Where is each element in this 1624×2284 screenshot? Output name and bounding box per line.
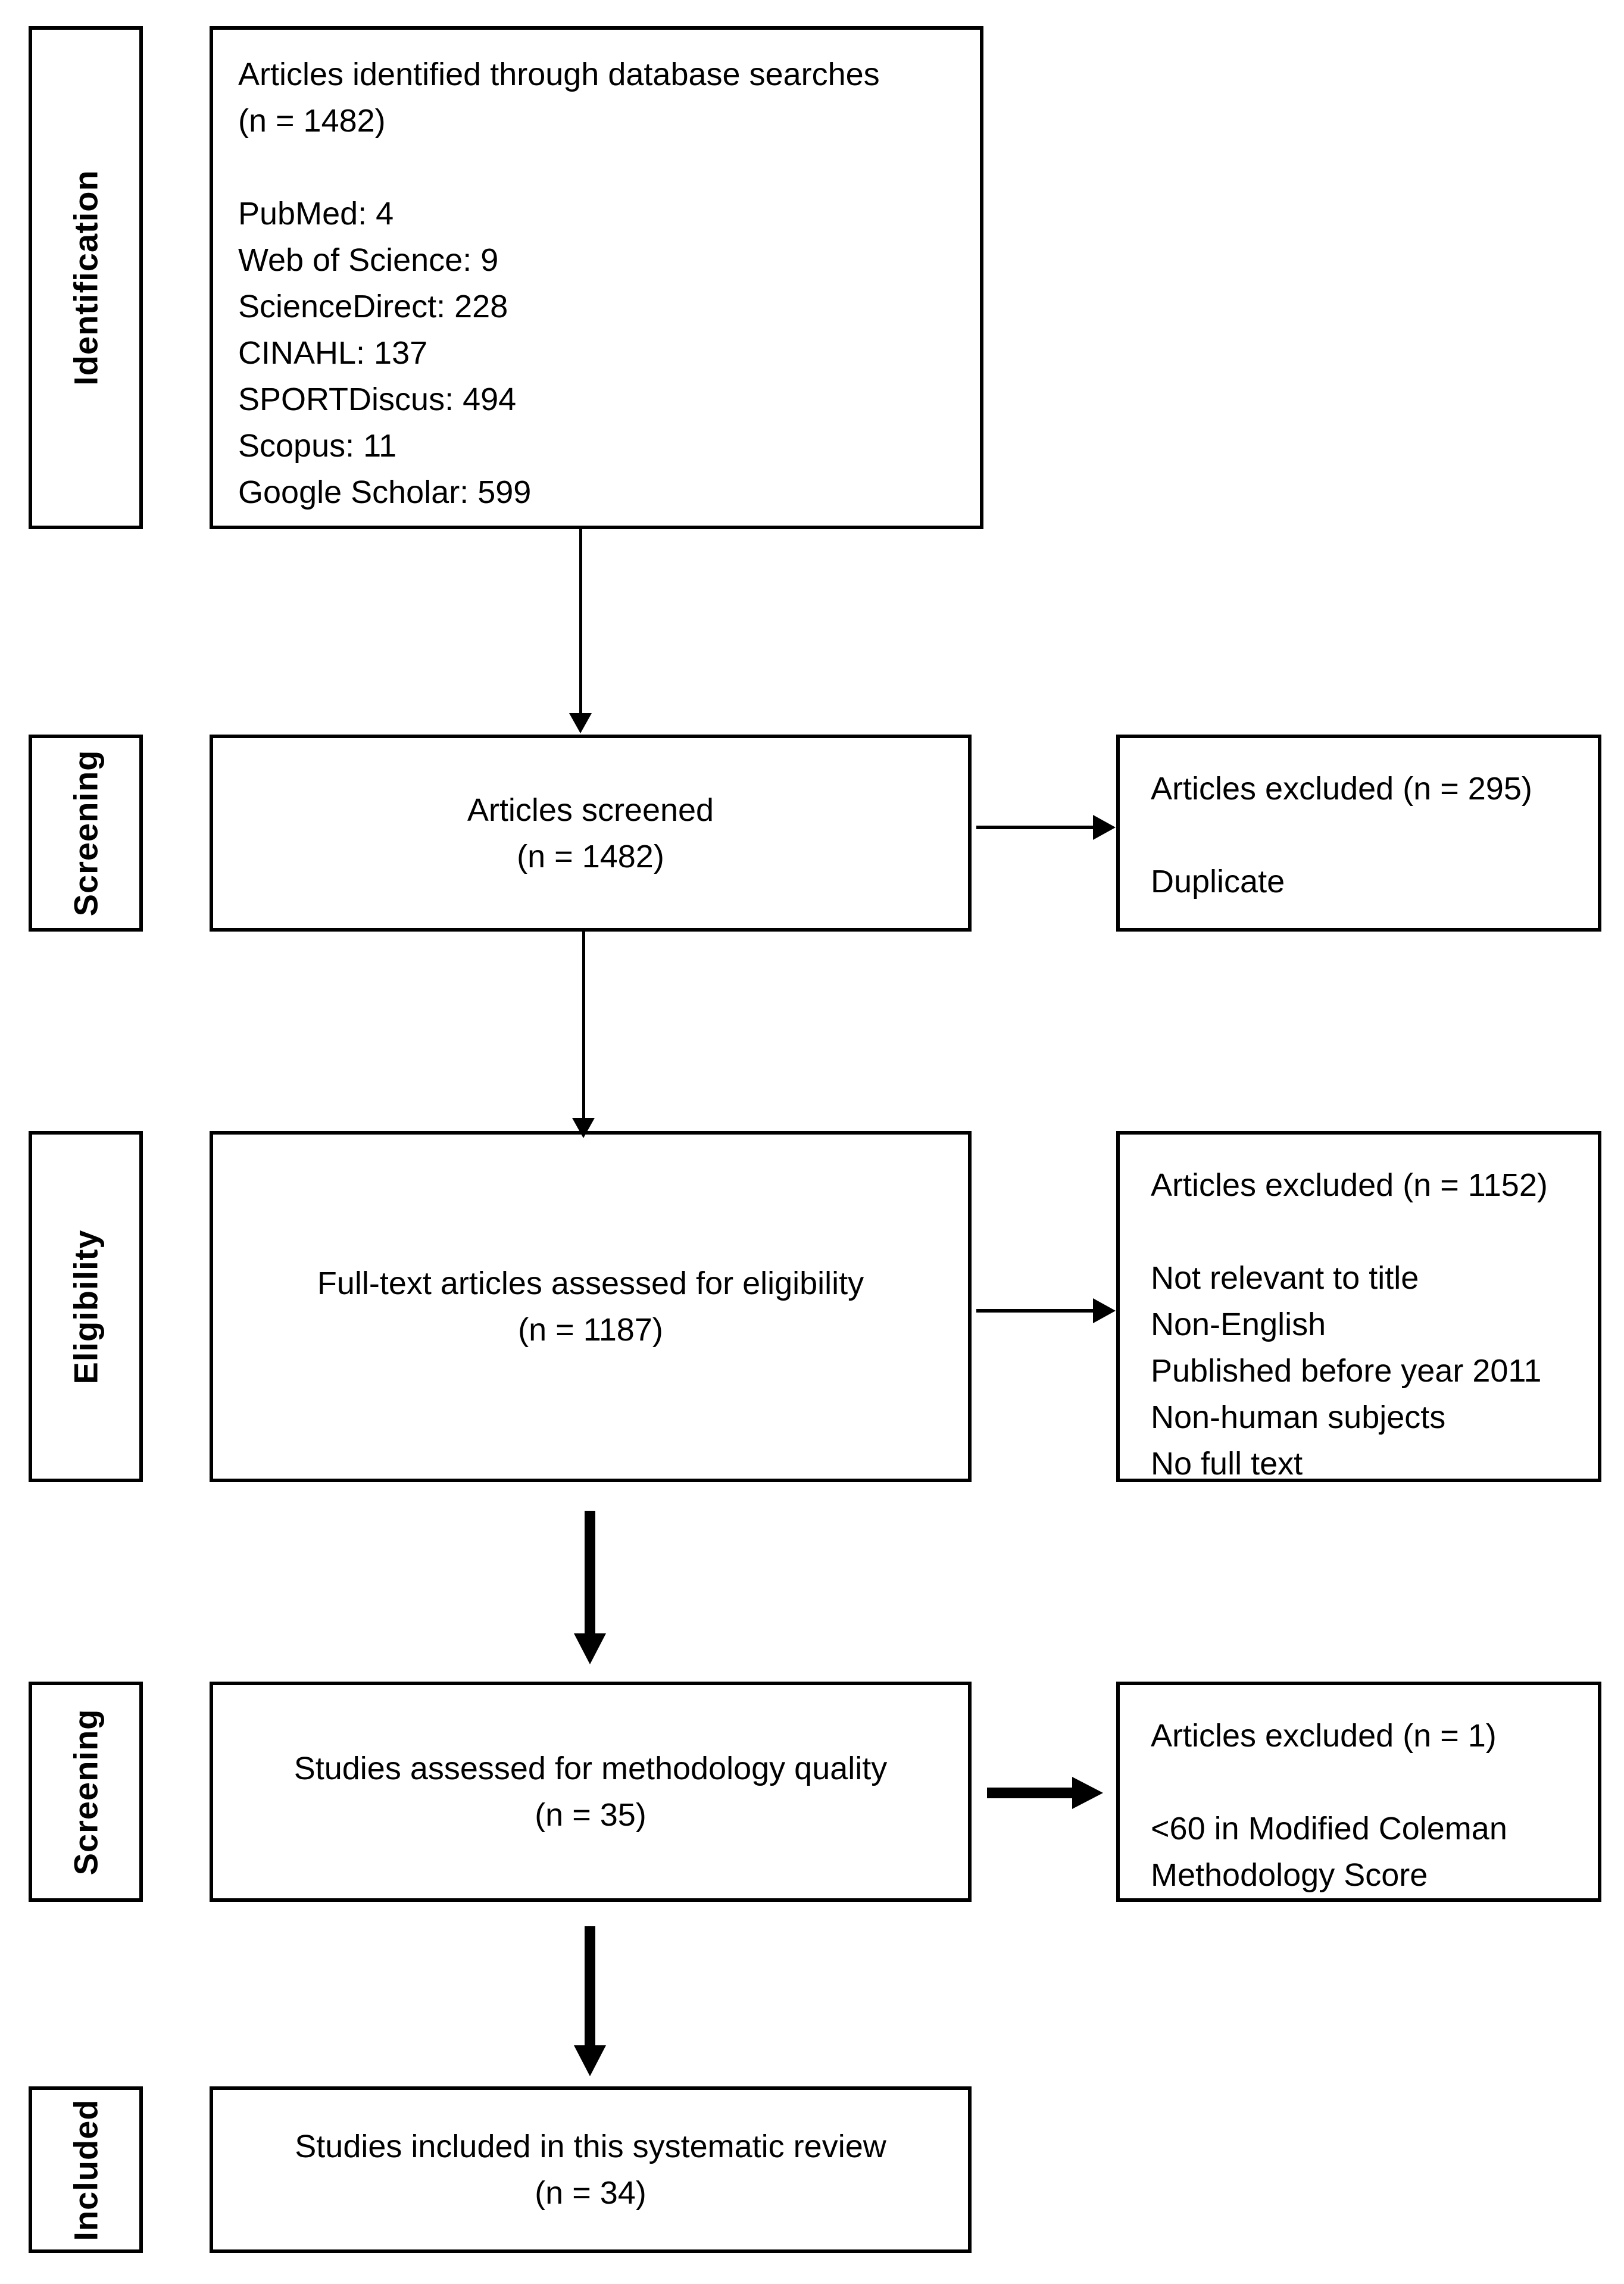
excluded-quality-header: Articles excluded (n = 1) <box>1151 1718 1497 1754</box>
excluded-eligibility-reason-3: Published before year 2011 <box>1151 1353 1542 1389</box>
identified-line: Articles identified through database sea… <box>238 57 880 92</box>
included-count: (n = 34) <box>535 2175 647 2211</box>
excluded-eligibility-spacer <box>1151 1208 1586 1255</box>
identified-source-webofscience: Web of Science: 9 <box>238 242 499 278</box>
methodology-box: Studies assessed for methodology quality… <box>210 1682 972 1902</box>
methodology-count: (n = 35) <box>535 1797 647 1833</box>
stage-label-screening-2: Screening <box>67 1708 105 1875</box>
stage-box-included: Included <box>29 2086 143 2253</box>
arrow-shaft <box>976 826 1094 829</box>
identified-source-sportdiscus: SPORTDiscus: 494 <box>238 382 517 417</box>
identified-source-googlescholar: Google Scholar: 599 <box>238 474 532 510</box>
excluded-eligibility-reason-2: Non-English <box>1151 1307 1326 1342</box>
stage-label-identification: Identification <box>67 170 105 386</box>
screened-count: (n = 1482) <box>517 838 664 874</box>
arrow-shaft <box>585 1926 595 2046</box>
stage-label-eligibility: Eligibility <box>67 1229 105 1384</box>
identified-source-sciencedirect: ScienceDirect: 228 <box>238 289 508 324</box>
screened-box: Articles screened (n = 1482) <box>210 735 972 932</box>
excluded-eligibility-reason-5: No full text <box>1151 1446 1303 1482</box>
arrow-shaft <box>579 529 582 714</box>
included-box: Studies included in this systematic revi… <box>210 2086 972 2253</box>
excluded-duplicates-box: Articles excluded (n = 295) Duplicate <box>1116 735 1601 932</box>
identified-spacer <box>238 144 962 190</box>
identified-source-pubmed: PubMed: 4 <box>238 196 394 232</box>
screened-title: Articles screened <box>467 792 714 828</box>
arrow-shaft <box>582 932 585 1119</box>
stage-box-eligibility: Eligibility <box>29 1131 143 1482</box>
excluded-duplicates-reason: Duplicate <box>1151 864 1285 899</box>
arrow-shaft <box>987 1788 1073 1798</box>
identified-source-cinahl: CINAHL: 137 <box>238 335 428 371</box>
fulltext-title: Full-text articles assessed for eligibil… <box>317 1266 864 1301</box>
included-title: Studies included in this systematic revi… <box>295 2129 886 2164</box>
stage-box-screening-2: Screening <box>29 1682 143 1902</box>
excluded-eligibility-reason-1: Not relevant to title <box>1151 1260 1419 1296</box>
excluded-quality-reason-2: Methodology Score <box>1151 1857 1428 1893</box>
identified-box: Articles identified through database sea… <box>210 26 983 529</box>
arrow-shaft <box>585 1511 595 1635</box>
excluded-duplicates-header: Articles excluded (n = 295) <box>1151 771 1532 807</box>
methodology-title: Studies assessed for methodology quality <box>293 1751 888 1786</box>
arrow-down-icon <box>574 2045 606 2076</box>
excluded-quality-box: Articles excluded (n = 1) <60 in Modifie… <box>1116 1682 1601 1902</box>
arrow-right-icon <box>1093 815 1116 840</box>
excluded-duplicates-spacer <box>1151 812 1586 858</box>
stage-box-screening: Screening <box>29 735 143 932</box>
excluded-eligibility-box: Articles excluded (n = 1152) Not relevan… <box>1116 1131 1601 1482</box>
arrow-down-icon <box>572 1118 595 1138</box>
excluded-eligibility-reason-4: Non-human subjects <box>1151 1399 1446 1435</box>
arrow-down-icon <box>569 713 592 733</box>
stage-label-screening: Screening <box>67 749 105 917</box>
arrow-right-icon <box>1093 1298 1116 1323</box>
arrow-right-icon <box>1072 1777 1103 1809</box>
fulltext-box: Full-text articles assessed for eligibil… <box>210 1131 972 1482</box>
arrow-down-icon <box>574 1633 606 1664</box>
excluded-quality-reason-1: <60 in Modified Coleman <box>1151 1811 1507 1846</box>
excluded-eligibility-header: Articles excluded (n = 1152) <box>1151 1167 1548 1203</box>
arrow-shaft <box>976 1309 1094 1313</box>
stage-label-included: Included <box>67 2098 105 2241</box>
identified-source-scopus: Scopus: 11 <box>238 428 397 464</box>
stage-box-identification: Identification <box>29 26 143 529</box>
identified-count: (n = 1482) <box>238 103 386 139</box>
excluded-quality-spacer <box>1151 1759 1586 1805</box>
fulltext-count: (n = 1187) <box>518 1312 663 1348</box>
